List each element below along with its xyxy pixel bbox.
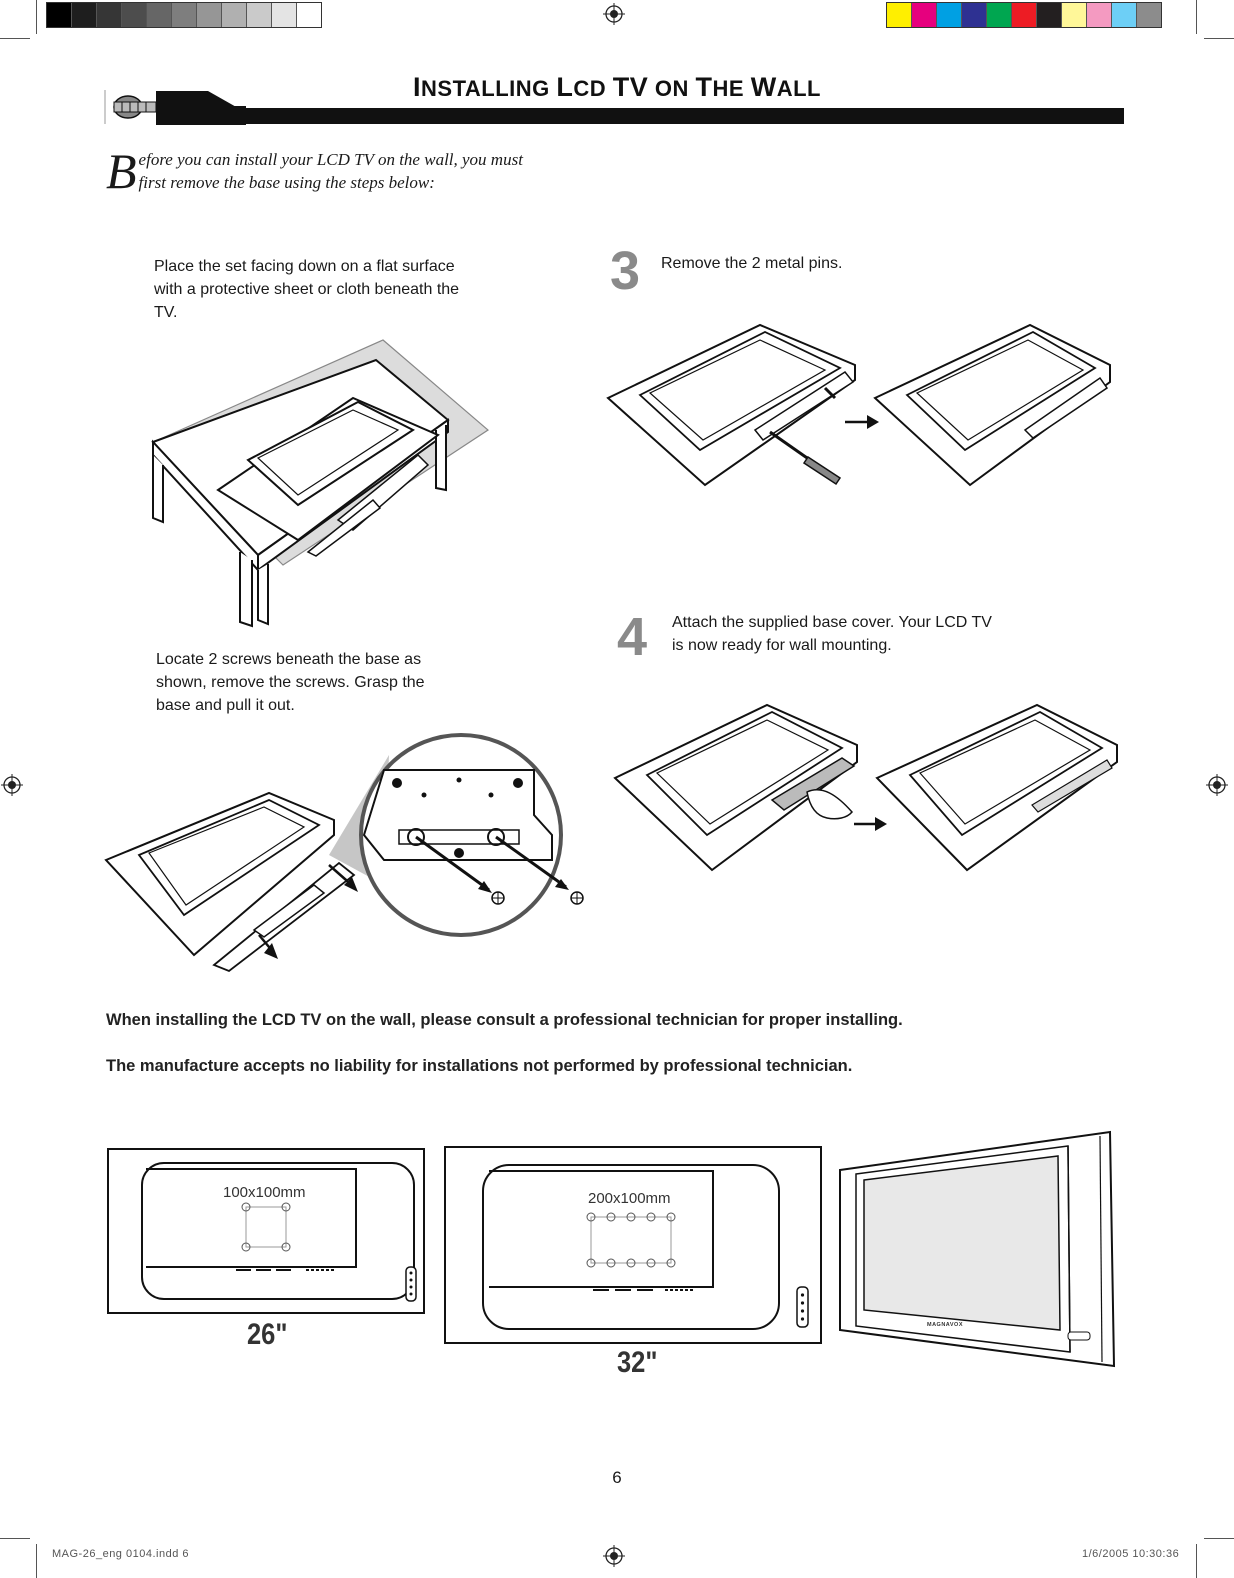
mount-pattern-32-label: 200x100mm (588, 1190, 671, 1207)
gray-swatch (72, 3, 97, 27)
notice-liability: The manufacture accepts no liability for… (106, 1057, 853, 1075)
gray-swatch (147, 3, 172, 27)
illustration-attach-base-cover (613, 703, 1118, 872)
color-swatch (987, 3, 1012, 27)
gray-swatch (172, 3, 197, 27)
wall-mounted-tv-front (839, 1130, 1116, 1368)
gray-swatch (222, 3, 247, 27)
registration-mark-icon (1, 774, 23, 796)
crop-mark (0, 1538, 30, 1539)
color-swatch (1112, 3, 1137, 27)
color-swatch (937, 3, 962, 27)
date-slug: 1/6/2005 10:30:36 (1082, 1548, 1180, 1560)
file-slug: MAG-26_eng 0104.indd 6 (52, 1548, 189, 1560)
size-26-label: 26" (247, 1318, 288, 1351)
crop-mark (1204, 38, 1234, 39)
registration-mark-icon (603, 3, 625, 25)
step-4-number: 4 (617, 607, 648, 667)
notice-professional-install: When installing the LCD TV on the wall, … (106, 1011, 903, 1029)
mount-pattern-26-label: 100x100mm (223, 1184, 306, 1201)
drop-cap: B (106, 143, 137, 199)
color-swatch (1062, 3, 1087, 27)
gray-swatch (247, 3, 272, 27)
process-color-bar (886, 2, 1162, 28)
color-swatch (912, 3, 937, 27)
rear-diagram-26-inch (107, 1148, 425, 1314)
header-rule (158, 108, 1124, 124)
illustration-tv-face-down-on-table (151, 339, 489, 628)
crop-mark (1196, 0, 1197, 34)
intro-paragraph: B efore you can install your LCD TV on t… (106, 143, 526, 199)
step-2-text: Locate 2 screws beneath the base as show… (156, 651, 425, 714)
size-32-label: 32" (617, 1346, 658, 1379)
crop-mark (1204, 1538, 1234, 1539)
color-swatch (1087, 3, 1112, 27)
gray-swatch (47, 3, 72, 27)
step-1-text: Place the set facing down on a flat surf… (154, 258, 460, 321)
tv-brand-logo: MAGNAVOX (927, 1322, 963, 1328)
color-swatch (1137, 3, 1161, 27)
page-number: 6 (612, 1468, 622, 1487)
color-swatch (887, 3, 912, 27)
crop-mark (1196, 1544, 1197, 1578)
intro-text: efore you can install your LCD TV on the… (138, 150, 523, 192)
illustration-remove-metal-pins (606, 323, 1111, 487)
registration-mark-icon (1206, 774, 1228, 796)
step-3-number: 3 (610, 241, 641, 301)
color-swatch (1037, 3, 1062, 27)
registration-mark-icon (603, 1545, 625, 1567)
crop-mark (36, 1544, 37, 1578)
crop-mark (0, 38, 30, 39)
rear-diagram-32-inch (444, 1146, 822, 1344)
step-3-text: Remove the 2 metal pins. (661, 255, 843, 272)
grayscale-color-bar (46, 2, 322, 28)
color-swatch (962, 3, 987, 27)
illustration-remove-base-screws (104, 733, 584, 973)
gray-swatch (297, 3, 321, 27)
gray-swatch (197, 3, 222, 27)
page-title: INSTALLING LCD TV ON THE WALL (413, 72, 821, 102)
gray-swatch (272, 3, 297, 27)
gray-swatch (97, 3, 122, 27)
step-4-text: Attach the supplied base cover. Your LCD… (672, 614, 992, 654)
gray-swatch (122, 3, 147, 27)
crop-mark (36, 0, 37, 34)
color-swatch (1012, 3, 1037, 27)
